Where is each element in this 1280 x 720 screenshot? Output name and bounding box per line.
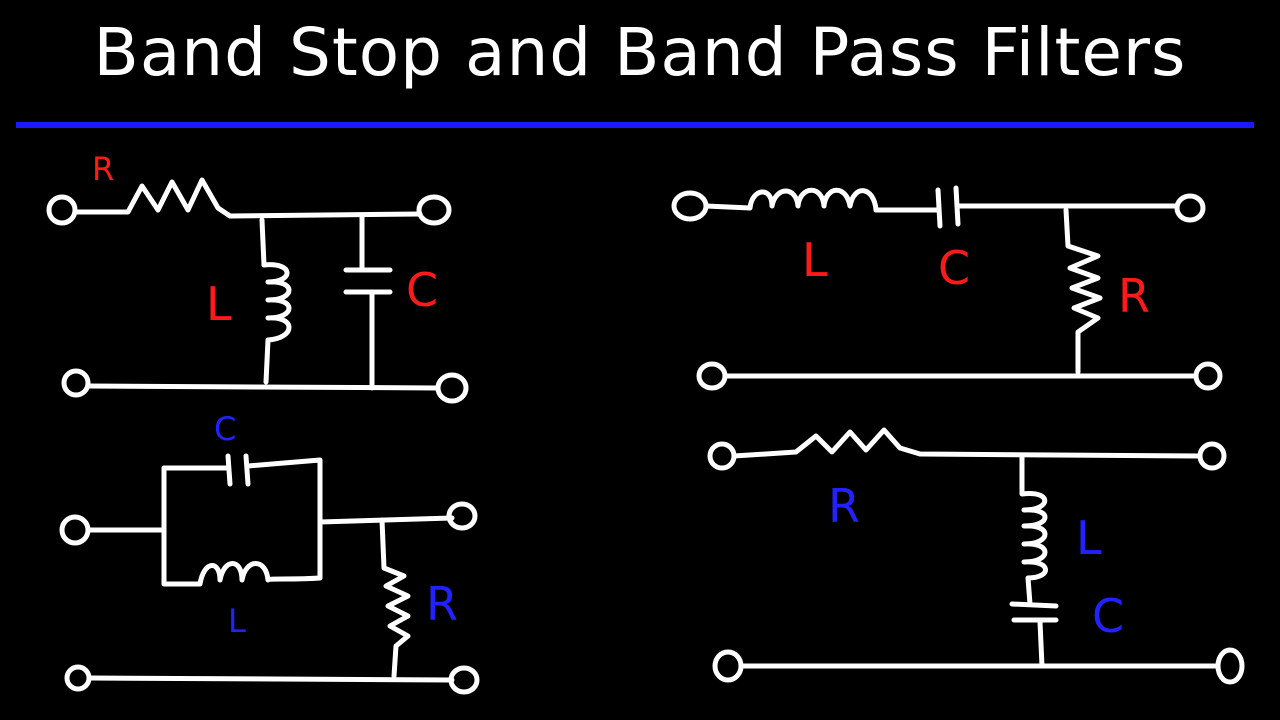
label-l: L [802, 233, 828, 287]
inductor-capacitor-shunt [1009, 453, 1059, 669]
terminal [416, 194, 452, 226]
terminal [46, 194, 78, 226]
page-title: Band Stop and Band Pass Filters [93, 14, 1187, 91]
capacitor-branch [343, 213, 393, 391]
terminal [448, 665, 480, 695]
label-l: L [1076, 511, 1102, 565]
resistor-shunt [1063, 207, 1103, 375]
terminal [1197, 441, 1227, 471]
label-r: R [1118, 269, 1150, 323]
parallel-lc-wire [85, 453, 455, 587]
terminal [671, 190, 709, 222]
ground-wire [87, 675, 455, 683]
title-underline [16, 122, 1254, 128]
terminal [712, 649, 744, 683]
label-r: R [426, 577, 458, 631]
circuit-top-right [671, 185, 1223, 391]
resistor-shunt [379, 517, 411, 679]
terminal [435, 372, 469, 404]
label-c: C [1092, 589, 1124, 643]
circuit-bottom-left [59, 453, 480, 695]
label-r: R [92, 150, 114, 188]
label-c: C [214, 410, 236, 448]
circuit-bottom-right [707, 427, 1245, 685]
circuit-top-left [46, 177, 469, 404]
terminal [1215, 647, 1245, 685]
inductor-branch [259, 217, 292, 385]
ground-wire [85, 383, 440, 391]
terminal [61, 368, 91, 398]
resistor-wire [731, 427, 1201, 459]
terminal [1193, 361, 1223, 391]
terminal [1174, 193, 1206, 223]
terminal [696, 361, 728, 391]
terminal [64, 664, 92, 692]
label-l: L [206, 277, 232, 331]
resistor-wire [72, 177, 423, 219]
terminal [707, 441, 737, 471]
label-c: C [406, 263, 438, 317]
label-l: L [228, 602, 246, 640]
label-c: C [938, 241, 970, 295]
terminal [59, 514, 91, 546]
label-r: R [828, 479, 860, 533]
series-lc-wire [703, 185, 1179, 229]
